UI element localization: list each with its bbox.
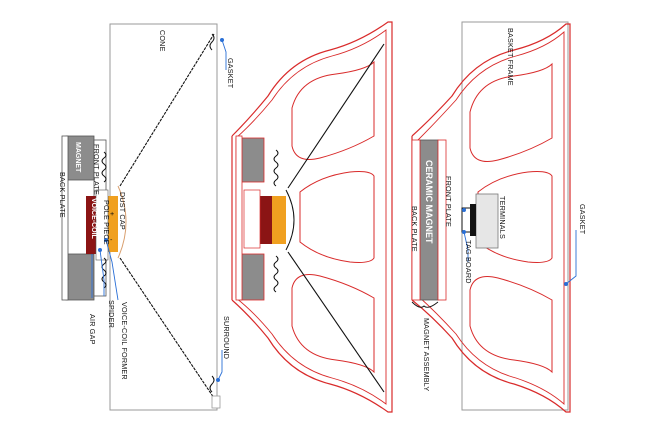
label-basket-frame: BASKET FRAME <box>506 28 515 86</box>
cone-line-bottom <box>119 257 215 399</box>
magnet-assembly-brace <box>411 301 439 308</box>
plus-sign: + <box>110 209 114 218</box>
label-air-gap: AIR GAP <box>88 314 97 345</box>
label-spider: SPIDER <box>107 300 116 328</box>
pole-piece-block <box>95 189 109 261</box>
surround-bottom <box>209 375 215 393</box>
callout-dots-left <box>98 38 224 382</box>
front-plate-bar <box>437 139 447 301</box>
back-plate-bar <box>411 139 421 301</box>
label-voice-coil-former: VOICE-COIL FORMER <box>120 302 129 380</box>
label-cone: CONE <box>158 30 167 52</box>
terminals-block <box>475 193 499 249</box>
basket-frame-outer <box>231 21 393 413</box>
frame-window-middle <box>299 171 375 263</box>
gasket-box-bottom <box>211 395 221 409</box>
label-pole-piece: POLE PIECE <box>102 200 111 245</box>
right-frame-inner <box>417 30 565 406</box>
dust-cap-curve <box>117 185 127 259</box>
mid-magnet-bottom <box>239 253 265 301</box>
right-window-middle <box>477 171 553 263</box>
label-gasket-top: GASKET <box>226 58 235 89</box>
label-front-plate-left: FRONT PLATE <box>92 144 101 195</box>
frame-window-bottom <box>291 274 375 374</box>
frame-window-top <box>291 60 375 160</box>
label-ceramic-magnet: CERAMIC MAGNET <box>424 160 434 244</box>
mid-former <box>272 196 286 244</box>
mid-cone-top <box>287 43 385 189</box>
mid-coil <box>258 196 272 244</box>
right-window-bottom <box>469 276 553 374</box>
label-terminals: TERMINALS <box>498 196 507 239</box>
magnet-block-top <box>65 135 95 181</box>
callout-dot-gasket <box>564 282 568 286</box>
mid-dust-cap <box>285 189 295 251</box>
label-back-plate-right: BACK PLATE <box>410 206 419 252</box>
label-gasket-right: GASKET <box>578 204 587 235</box>
mid-cone-bottom <box>287 251 385 393</box>
mid-pole <box>243 189 261 249</box>
label-dust-cap: DUST CAP <box>118 192 127 230</box>
mid-plate <box>235 135 243 301</box>
callout-lines-left <box>91 39 227 381</box>
label-magnet-left: MAGNET <box>74 142 81 173</box>
right-window-top <box>469 62 553 162</box>
callout-lines-right <box>463 230 577 285</box>
cone-line-top <box>119 33 215 187</box>
label-front-plate-right: FRONT PLATE <box>444 176 453 227</box>
mid-spider-bottom <box>273 255 279 293</box>
middle-panel-frame <box>231 21 393 413</box>
mid-spider-top <box>273 149 279 187</box>
minus-sign: - <box>110 235 113 244</box>
spider-wave-bottom <box>101 257 107 289</box>
magnet-block-bottom <box>65 253 95 301</box>
left-panel-cross-section: + - CONE GASKET MAGNET <box>58 23 235 411</box>
basket-frame-inner <box>235 29 387 405</box>
right-panel-assembly: BASKET FRAME CERAMIC MAGNET FRONT PLATE … <box>410 21 587 413</box>
label-voice-coil: VOICE-COIL <box>90 198 97 240</box>
label-back-plate-left: BACK PLATE <box>58 172 67 218</box>
terminal-clip <box>470 204 476 236</box>
terminal-dot-top <box>462 208 466 212</box>
mid-magnet-top <box>239 137 265 183</box>
label-surround: SURROUND <box>222 316 231 359</box>
label-magnet-assembly: MAGNET ASSEMBLY <box>422 318 431 391</box>
spider-wave-top <box>101 151 107 183</box>
label-tag-board: TAG BOARD <box>464 240 473 284</box>
surround-top <box>209 33 215 51</box>
back-plate-outline <box>61 135 69 301</box>
